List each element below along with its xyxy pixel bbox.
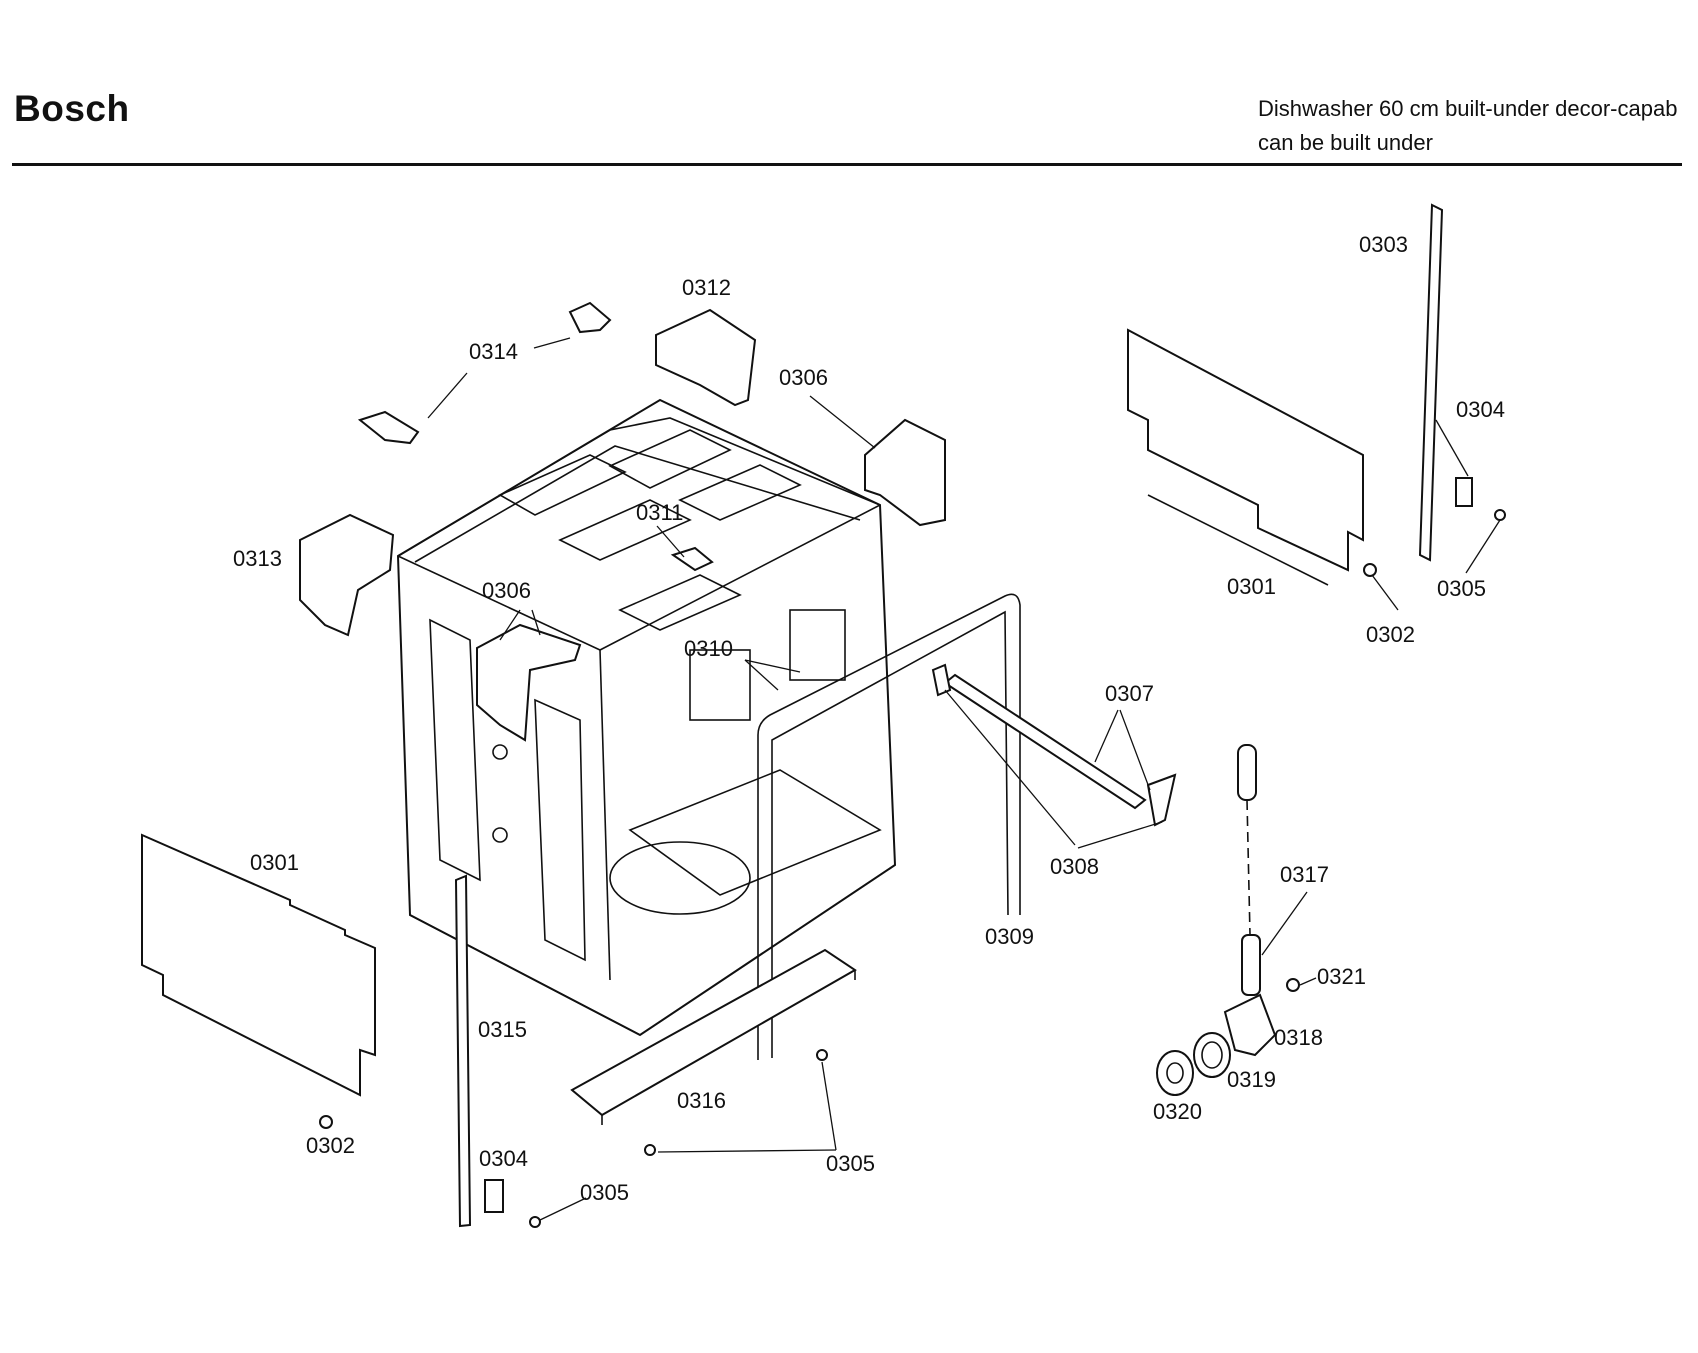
leader-lines <box>427 337 1501 1221</box>
label-0320: 0320 <box>1153 1099 1202 1124</box>
hose-0317-top <box>1237 744 1257 801</box>
label-0308: 0308 <box>1050 854 1099 879</box>
screw-0302-left <box>319 1115 333 1129</box>
label-0321: 0321 <box>1317 964 1366 989</box>
vertical-rail-0315 <box>454 874 472 1228</box>
bracket-0306-middle <box>476 623 582 742</box>
label-0310: 0310 <box>684 636 733 661</box>
label-0302-right: 0302 <box>1366 622 1415 647</box>
tub-body <box>396 398 897 1037</box>
label-0305-right: 0305 <box>1437 576 1486 601</box>
label-0306-top: 0306 <box>779 365 828 390</box>
bracket-0306-top <box>864 418 946 527</box>
label-0305-left: 0305 <box>580 1180 629 1205</box>
label-0304-left: 0304 <box>479 1146 528 1171</box>
label-0311: 0311 <box>636 500 683 525</box>
model-description-line-2: can be built under <box>1258 130 1433 155</box>
label-0312: 0312 <box>682 275 731 300</box>
label-0304-right: 0304 <box>1456 397 1505 422</box>
bracket-0313 <box>299 513 395 637</box>
screw-0305-right <box>1494 509 1506 521</box>
label-0309: 0309 <box>985 924 1034 949</box>
end-cap-0308 <box>1146 773 1177 827</box>
label-0315: 0315 <box>478 1017 527 1042</box>
vertical-rail-0303 <box>1418 203 1444 562</box>
end-cap-0308-b <box>931 663 952 697</box>
corner-piece-0304-right <box>1455 477 1473 507</box>
label-0305-bottom: 0305 <box>826 1151 875 1176</box>
corner-piece-0304-left <box>484 1179 504 1213</box>
screw-0305-bottom-a <box>644 1144 656 1156</box>
ring-0319 <box>1193 1032 1231 1078</box>
label-0314: 0314 <box>469 339 518 364</box>
cross-rod-0307 <box>943 673 1147 810</box>
hinge-plate-0314-b <box>357 410 420 445</box>
hose-0317-bottom <box>1241 934 1261 996</box>
model-description-line-1: Dishwasher 60 cm built-under decor-capab <box>1258 96 1678 121</box>
screw-0305-bottom-b <box>816 1049 828 1061</box>
clip-0311 <box>670 546 714 572</box>
screw-0321 <box>1286 978 1300 992</box>
label-0316: 0316 <box>677 1088 726 1113</box>
label-0317: 0317 <box>1280 862 1329 887</box>
label-0306-middle: 0306 <box>482 578 531 603</box>
label-0319: 0319 <box>1227 1067 1276 1092</box>
screw-0305-left <box>529 1216 541 1228</box>
label-0301-right: 0301 <box>1227 574 1276 599</box>
hinge-plate-0314-a <box>568 301 612 334</box>
label-0301-left: 0301 <box>250 850 299 875</box>
label-0302-left: 0302 <box>306 1133 355 1158</box>
label-0313: 0313 <box>233 546 282 571</box>
bracket-0312 <box>655 308 757 407</box>
side-panel-left <box>141 833 376 1097</box>
header-rule <box>12 163 1682 166</box>
screw-0302-right <box>1363 563 1377 577</box>
brand-title: Bosch <box>14 88 130 129</box>
label-0307: 0307 <box>1105 681 1154 706</box>
part-labels: 0303 0312 0314 0306 0304 0311 0313 0301 … <box>233 232 1505 1205</box>
side-panel-right <box>1127 328 1364 572</box>
model-description: Dishwasher 60 cm built-under decor-capab… <box>1258 92 1677 160</box>
label-0303: 0303 <box>1359 232 1408 257</box>
label-0318: 0318 <box>1274 1025 1323 1050</box>
cap-0320 <box>1156 1050 1194 1096</box>
fitting-0318 <box>1223 993 1277 1057</box>
